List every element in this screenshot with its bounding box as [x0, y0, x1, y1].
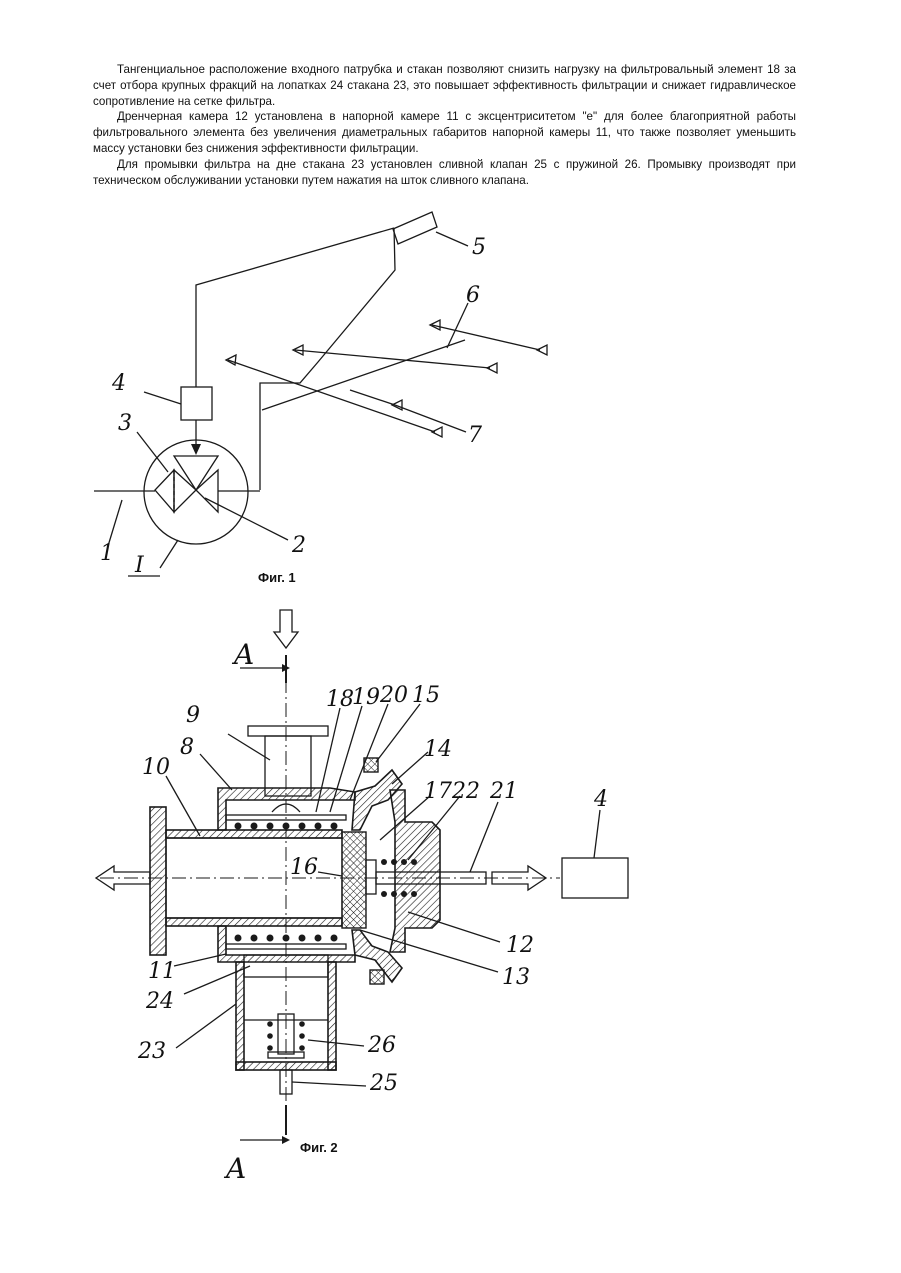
figure-1: 4 3 1 2 I 5 6 7 Фиг. 1 — [94, 212, 547, 585]
leader-16 — [318, 872, 342, 876]
outlet-pipe-wall-top — [166, 830, 342, 838]
figure-2: A A 9 8 10 18 19 20 15 14 17 22 21 4 16 … — [96, 610, 628, 1185]
leader-23 — [176, 1004, 236, 1048]
cup-wall-left — [236, 962, 244, 1070]
label-7: 7 — [468, 423, 482, 448]
label-16: 16 — [290, 855, 318, 880]
label-1: 1 — [100, 541, 114, 566]
valve-triangle-top — [174, 456, 218, 490]
actuator-arrow-icon — [191, 444, 201, 455]
leader-10 — [166, 776, 200, 836]
label-18: 18 — [326, 687, 354, 712]
cup-wall-right — [328, 962, 336, 1070]
label-10: 10 — [142, 755, 170, 780]
label-5: 5 — [472, 235, 486, 260]
label-13: 13 — [502, 965, 530, 990]
caption-fig1: Фиг. 1 — [258, 570, 296, 585]
arrowhead-icon — [282, 1136, 290, 1144]
valve-seat — [366, 860, 376, 894]
valve-triangle-left — [174, 470, 196, 512]
label-21: 21 — [489, 779, 518, 804]
leader-25 — [292, 1082, 366, 1086]
label-24: 24 — [145, 989, 174, 1014]
label-4: 4 — [593, 787, 608, 812]
clamp-15-bottom — [370, 970, 384, 984]
label-20: 20 — [379, 683, 408, 708]
leader-4 — [144, 392, 181, 404]
caption-fig2: Фиг. 2 — [300, 1140, 338, 1155]
filter-diamond — [155, 470, 174, 512]
leader-9 — [228, 734, 270, 760]
section-label-bottom: A — [223, 1152, 246, 1185]
label-19: 19 — [352, 685, 380, 710]
label-I: I — [134, 553, 145, 578]
label-8: 8 — [180, 735, 194, 760]
label-3: 3 — [118, 411, 132, 436]
label-22: 22 — [451, 779, 480, 804]
valve-triangle-right — [196, 470, 218, 512]
leader-5 — [436, 232, 468, 246]
cup-bottom — [236, 1062, 336, 1070]
label-14: 14 — [424, 737, 452, 762]
filter-coil-top — [235, 823, 338, 830]
nozzle-icon — [226, 355, 236, 365]
label-2: 2 — [291, 533, 306, 558]
label-26: 26 — [367, 1033, 396, 1058]
outlet-flange — [150, 807, 166, 955]
leader-14 — [392, 752, 428, 784]
label-15: 15 — [412, 683, 440, 708]
sprinkler-branch-a — [228, 360, 435, 432]
sprinkler-main — [262, 340, 465, 410]
leader-4b — [594, 810, 600, 858]
label-4: 4 — [111, 371, 126, 396]
label-12: 12 — [506, 933, 534, 958]
label-9: 9 — [186, 703, 200, 728]
sensor-box-5 — [393, 212, 437, 244]
control-unit-4 — [562, 858, 628, 898]
label-23: 23 — [137, 1039, 166, 1064]
sprinkler-branch-d — [350, 390, 395, 405]
outlet-pipe-wall-bottom — [166, 918, 342, 926]
label-6: 6 — [466, 283, 480, 308]
inlet-arrow-icon — [274, 610, 298, 648]
leader-6 — [447, 303, 468, 348]
control-unit-4 — [181, 387, 212, 420]
drencher-chamber-12 — [390, 790, 440, 952]
leader-8 — [200, 754, 232, 790]
label-25: 25 — [369, 1071, 398, 1096]
signal-line — [260, 228, 395, 490]
leader-15 — [376, 704, 420, 762]
section-label-top: A — [231, 638, 254, 671]
inlet-flange — [248, 726, 328, 736]
leader-7 — [395, 405, 466, 432]
label-11: 11 — [148, 959, 176, 984]
leader-I — [160, 540, 178, 568]
inlet-nozzle-9 — [265, 736, 311, 796]
label-17: 17 — [424, 779, 452, 804]
leader-1 — [108, 500, 122, 546]
nozzle-icon — [430, 320, 440, 330]
membrane-13 — [342, 832, 366, 928]
filter-coil-bottom — [235, 935, 338, 942]
leader-21 — [470, 802, 498, 872]
